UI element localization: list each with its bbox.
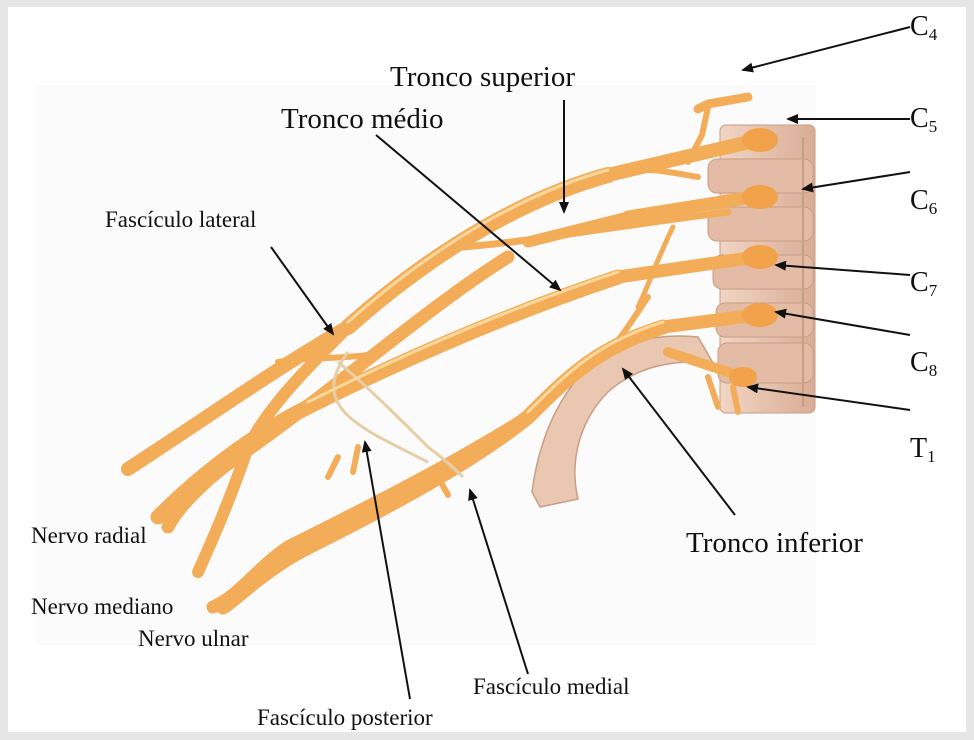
arrow-c6	[803, 172, 910, 189]
label-root-c7: C7	[910, 269, 937, 299]
label-nervo-ulnar: Nervo ulnar	[138, 627, 249, 650]
label-tronco-medio: Tronco médio	[281, 105, 443, 134]
label-fasciculo-lateral: Fascículo lateral	[105, 208, 256, 231]
label-root-c5: C5	[910, 105, 937, 135]
root-subscript: 5	[929, 117, 938, 136]
label-nervo-ulnar-text: Nervo ulnar	[138, 626, 249, 651]
label-nervo-mediano: Nervo mediano	[31, 595, 173, 618]
label-root-c4: C4	[910, 13, 937, 43]
root-letter: C	[910, 11, 929, 42]
label-nervo-radial: Nervo radial	[31, 524, 147, 547]
label-fasciculo-posterior: Fascículo posterior	[257, 706, 433, 729]
root-letter: C	[910, 103, 929, 134]
root-subscript: 1	[927, 447, 936, 466]
label-fasciculo-medial: Fascículo medial	[473, 675, 630, 698]
root-letter: C	[910, 267, 929, 298]
diagram-canvas: Tronco superior Tronco médio Fascículo l…	[8, 7, 966, 732]
label-root-t1: T1	[910, 435, 936, 465]
root-letter: C	[910, 347, 929, 378]
label-tronco-inferior: Tronco inferior	[686, 529, 863, 558]
root-subscript: 6	[929, 199, 938, 218]
label-root-c8: C8	[910, 349, 937, 379]
arrow-c4	[743, 27, 910, 70]
root-subscript: 7	[929, 281, 938, 300]
root-letter: T	[910, 433, 927, 464]
label-root-c6: C6	[910, 187, 937, 217]
root-subscript: 4	[929, 25, 938, 44]
root-letter: C	[910, 185, 929, 216]
root-subscript: 8	[929, 361, 938, 380]
brachial-plexus-illustration	[8, 7, 966, 732]
label-tronco-superior: Tronco superior	[390, 63, 575, 92]
